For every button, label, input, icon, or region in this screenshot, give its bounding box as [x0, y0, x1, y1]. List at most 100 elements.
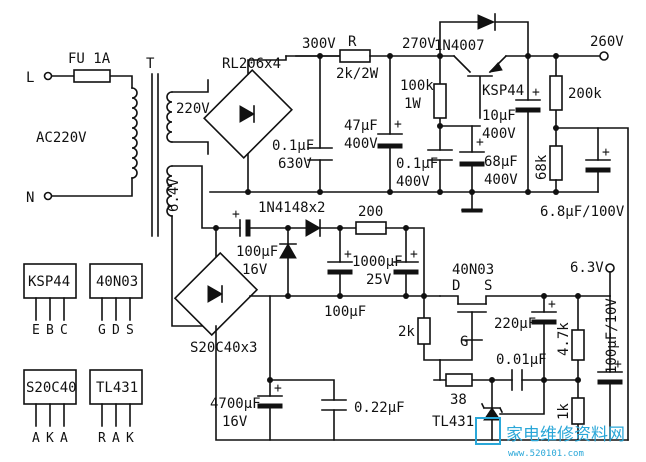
mosfet-label: 40N03 [452, 262, 494, 278]
transformer-secondary-hv [166, 91, 173, 143]
package-ksp44-pin-2: B [46, 323, 54, 338]
resistor-r-label: R [348, 34, 357, 50]
resistor-100k [433, 83, 447, 119]
output-63v-terminal [605, 263, 615, 273]
resistor-2k [417, 317, 431, 345]
mosfet-pin-g: G [460, 334, 468, 350]
watermark-url: www.520101.com [508, 449, 584, 459]
resistor-47k [571, 329, 585, 361]
svg-text:+: + [232, 207, 240, 222]
package-tl431: TL431 R A K [89, 369, 143, 446]
resistor-38-label: 38 [450, 392, 467, 408]
svg-text:+: + [548, 297, 556, 312]
svg-text:+: + [532, 85, 540, 100]
lv-bridge-diode-icon [207, 285, 224, 303]
rail-63v-label: 6.3V [570, 260, 604, 276]
cap-68uf-100v-label: 6.8µF/100V [540, 204, 625, 220]
package-ksp44-pin-1: E [32, 323, 40, 338]
lv-section: + 100µF 16V 1N4148x2 200 + 100µF + 1000µ… [171, 165, 629, 441]
terminal-n [43, 191, 53, 201]
cap-47uf-voltage: 400V [344, 136, 378, 152]
svg-text:+: + [476, 135, 484, 150]
diode-1n4007-icon [477, 14, 496, 30]
package-40n03: 40N03 G D S [89, 263, 143, 338]
terminal-n-label: N [26, 190, 34, 206]
cap-01uf-a-label: 0.1µF [272, 138, 314, 154]
resistor-100k-label: 100k [400, 78, 434, 94]
cap-100uf-b-label: 100µF [324, 304, 366, 320]
resistor-38 [445, 373, 473, 387]
package-s20c40-pin-3: A [60, 431, 68, 446]
resistor-200k [549, 75, 563, 111]
cap-47uf-label: 47µF [344, 118, 378, 134]
rail-300v-label: 300V [302, 36, 336, 52]
cap-1000uf-voltage: 25V [366, 272, 392, 288]
fuse [73, 69, 111, 83]
resistor-100k-watt: 1W [404, 96, 421, 112]
chassis-ground-icon [461, 191, 483, 211]
diode-1n4148-b-icon [305, 219, 322, 237]
cap-01uf-b-label: 0.1µF [396, 156, 438, 172]
transistor-label: KSP44 [482, 83, 524, 99]
primary-voltage-label: 220V [176, 101, 210, 117]
tl431-label: TL431 [432, 414, 474, 430]
package-s20c40-name: S20C40 [26, 380, 77, 396]
secondary-voltage-label: 6.4V [166, 178, 182, 212]
mains-voltage-label: AC220V [36, 130, 87, 146]
package-s20c40: S20C40 A K A [23, 369, 77, 446]
top-rail: 300V R 2k/2W 270V 1N4007 260V [285, 13, 624, 82]
watermark-logo-icon [475, 417, 501, 445]
resistor-68k-label: 68k [534, 154, 550, 180]
lv-bridge-label: S20C40x3 [190, 340, 257, 356]
terminal-l [43, 71, 53, 81]
hv-components: 0.1µF 630V + 47µF 400V 100k 1W 0.1µF 400… [272, 55, 629, 441]
svg-text:+: + [274, 381, 282, 396]
package-40n03-pin-2: D [112, 323, 120, 338]
hv-bridge: RL206x4 [171, 55, 341, 193]
package-tl431-pin-3: K [126, 431, 134, 446]
cap-01uf-a-voltage: 630V [278, 156, 312, 172]
resistor-r [339, 49, 371, 63]
transformer: T 220V 6.4V [146, 56, 210, 237]
resistor-200 [355, 221, 387, 235]
package-40n03-name: 40N03 [96, 274, 138, 290]
package-40n03-pin-1: G [98, 323, 106, 338]
package-tl431-pin-1: R [98, 431, 106, 446]
cap-4700uf-voltage: 16V [222, 414, 248, 430]
watermark: 家电维修资料网 www.520101.com [475, 417, 625, 459]
package-40n03-pin-3: S [126, 323, 134, 338]
cap-1000uf-label: 1000µF [352, 254, 403, 270]
package-s20c40-pin-2: K [46, 431, 54, 446]
cap-100uf-10v-label: 100µF/10V [604, 298, 620, 374]
mosfet-pin-s: S [484, 278, 492, 294]
hv-ground-rail [209, 189, 599, 213]
package-s20c40-pin-1: A [32, 431, 40, 446]
rail-270v-label: 270V [402, 36, 436, 52]
svg-text:+: + [614, 357, 622, 372]
transformer-primary [131, 87, 138, 179]
resistor-r-value: 2k/2W [336, 66, 379, 82]
diodes-1n4148-label: 1N4148x2 [258, 200, 325, 216]
cap-220uf-label: 220µF [494, 316, 536, 332]
package-ksp44-name: KSP44 [28, 274, 70, 290]
package-ksp44: KSP44 E B C [23, 263, 77, 338]
output-260v-terminal [599, 51, 609, 61]
svg-text:+: + [344, 247, 352, 262]
transformer-label: T [146, 56, 155, 72]
transformer-secondary-lv [166, 165, 173, 217]
resistor-200k-label: 200k [568, 86, 602, 102]
resistor-1k-label: 1k [556, 403, 572, 420]
cap-68uf-voltage: 400V [484, 172, 518, 188]
transistor-ksp44: KSP44 [452, 54, 524, 119]
package-tl431-name: TL431 [96, 380, 138, 396]
package-ksp44-pin-3: C [60, 323, 68, 338]
svg-text:+: + [602, 145, 610, 160]
diode-1n4148-a-icon [279, 242, 297, 259]
cap-4700uf-label: 4700µF [210, 396, 261, 412]
resistor-47k-label: 4.7k [556, 322, 572, 356]
mosfet-pin-d: D [452, 278, 460, 294]
rail-260v-label: 260V [590, 34, 624, 50]
resistor-200-label: 200 [358, 204, 383, 220]
